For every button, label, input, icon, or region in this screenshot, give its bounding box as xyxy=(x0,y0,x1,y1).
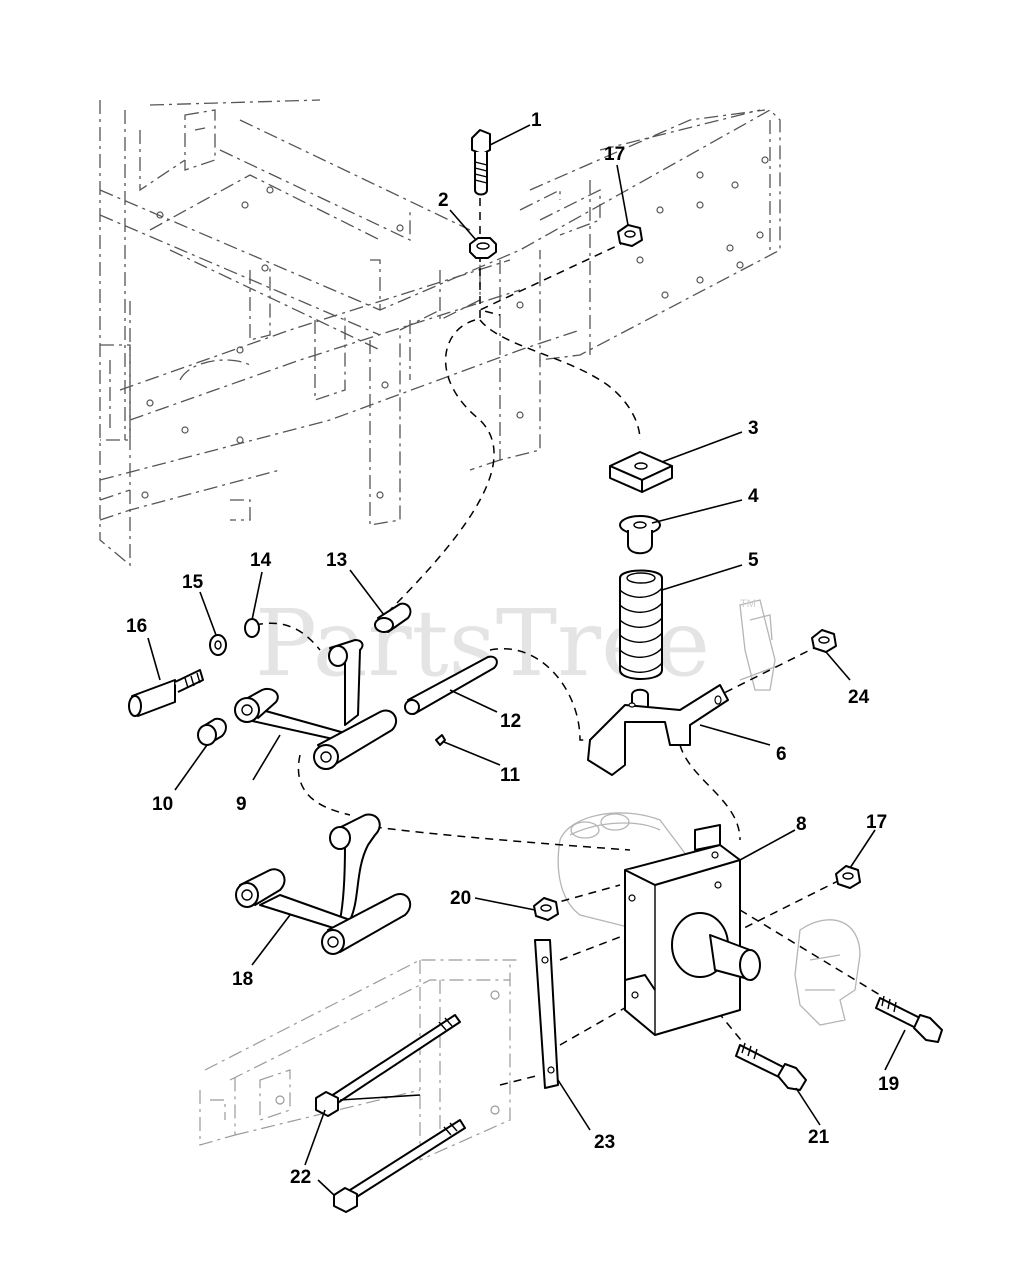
part-14-ring[interactable] xyxy=(244,618,260,638)
part-16-bolt[interactable] xyxy=(128,669,204,717)
part-12-pin[interactable] xyxy=(404,655,498,715)
part-3-square-plate[interactable] xyxy=(609,451,673,493)
mower-frame-phantom xyxy=(99,99,781,567)
part-19-bolt[interactable] xyxy=(875,995,943,1043)
callout-10[interactable]: 10 xyxy=(152,794,173,815)
part-15-washer[interactable] xyxy=(209,634,227,656)
part-20-nut[interactable] xyxy=(533,897,559,921)
callout-17-top[interactable]: 17 xyxy=(604,144,625,165)
part-9-pivot-arm[interactable] xyxy=(234,639,398,770)
part-17-nut-right[interactable] xyxy=(835,865,861,889)
callout-11[interactable]: 11 xyxy=(500,765,521,786)
callout-1[interactable]: 1 xyxy=(531,110,542,131)
callout-17-right[interactable]: 17 xyxy=(866,812,887,833)
callout-3[interactable]: 3 xyxy=(748,418,759,439)
part-23-strap[interactable] xyxy=(534,939,559,1089)
callout-20[interactable]: 20 xyxy=(450,888,471,909)
part-8-mount-plate[interactable] xyxy=(624,824,761,1036)
part-2-nut[interactable] xyxy=(469,237,497,259)
callout-9[interactable]: 9 xyxy=(236,794,247,815)
callout-16[interactable]: 16 xyxy=(126,616,147,637)
callout-24[interactable]: 24 xyxy=(848,687,870,708)
callout-2[interactable]: 2 xyxy=(438,190,449,211)
part-24-nut[interactable] xyxy=(811,629,837,653)
callout-13[interactable]: 13 xyxy=(326,550,347,571)
callout-15[interactable]: 15 xyxy=(182,572,204,593)
leader-lines xyxy=(147,124,906,1197)
lower-chassis-phantom xyxy=(199,959,520,1161)
part-5-spring[interactable] xyxy=(619,569,663,680)
callout-labels: 1 2 3 4 5 6 8 9 10 11 12 13 14 15 16 17 … xyxy=(126,110,899,1188)
watermark-trademark: TM xyxy=(740,598,756,610)
callout-18[interactable]: 18 xyxy=(232,969,253,990)
callout-21[interactable]: 21 xyxy=(808,1127,830,1148)
callout-12[interactable]: 12 xyxy=(500,711,521,732)
part-1-bolt[interactable] xyxy=(471,129,491,196)
callout-8[interactable]: 8 xyxy=(796,814,807,835)
callout-14[interactable]: 14 xyxy=(250,550,272,571)
callout-23[interactable]: 23 xyxy=(594,1132,615,1153)
part-21-bolt[interactable] xyxy=(735,1042,807,1091)
callout-5[interactable]: 5 xyxy=(748,550,759,571)
part-6-bracket[interactable] xyxy=(587,684,729,776)
callout-19[interactable]: 19 xyxy=(878,1074,899,1095)
part-17-nut-top[interactable] xyxy=(617,224,643,247)
callout-22[interactable]: 22 xyxy=(290,1167,311,1188)
part-22-long-bolts[interactable] xyxy=(315,1014,466,1213)
part-18-pivot-arm[interactable] xyxy=(235,813,412,955)
part-4-cup[interactable] xyxy=(619,515,661,555)
callout-6[interactable]: 6 xyxy=(776,744,787,765)
part-11-pin[interactable] xyxy=(435,734,446,746)
part-13-bushing[interactable] xyxy=(374,602,412,633)
part-10-bushing[interactable] xyxy=(197,717,227,746)
callout-4[interactable]: 4 xyxy=(748,486,759,507)
